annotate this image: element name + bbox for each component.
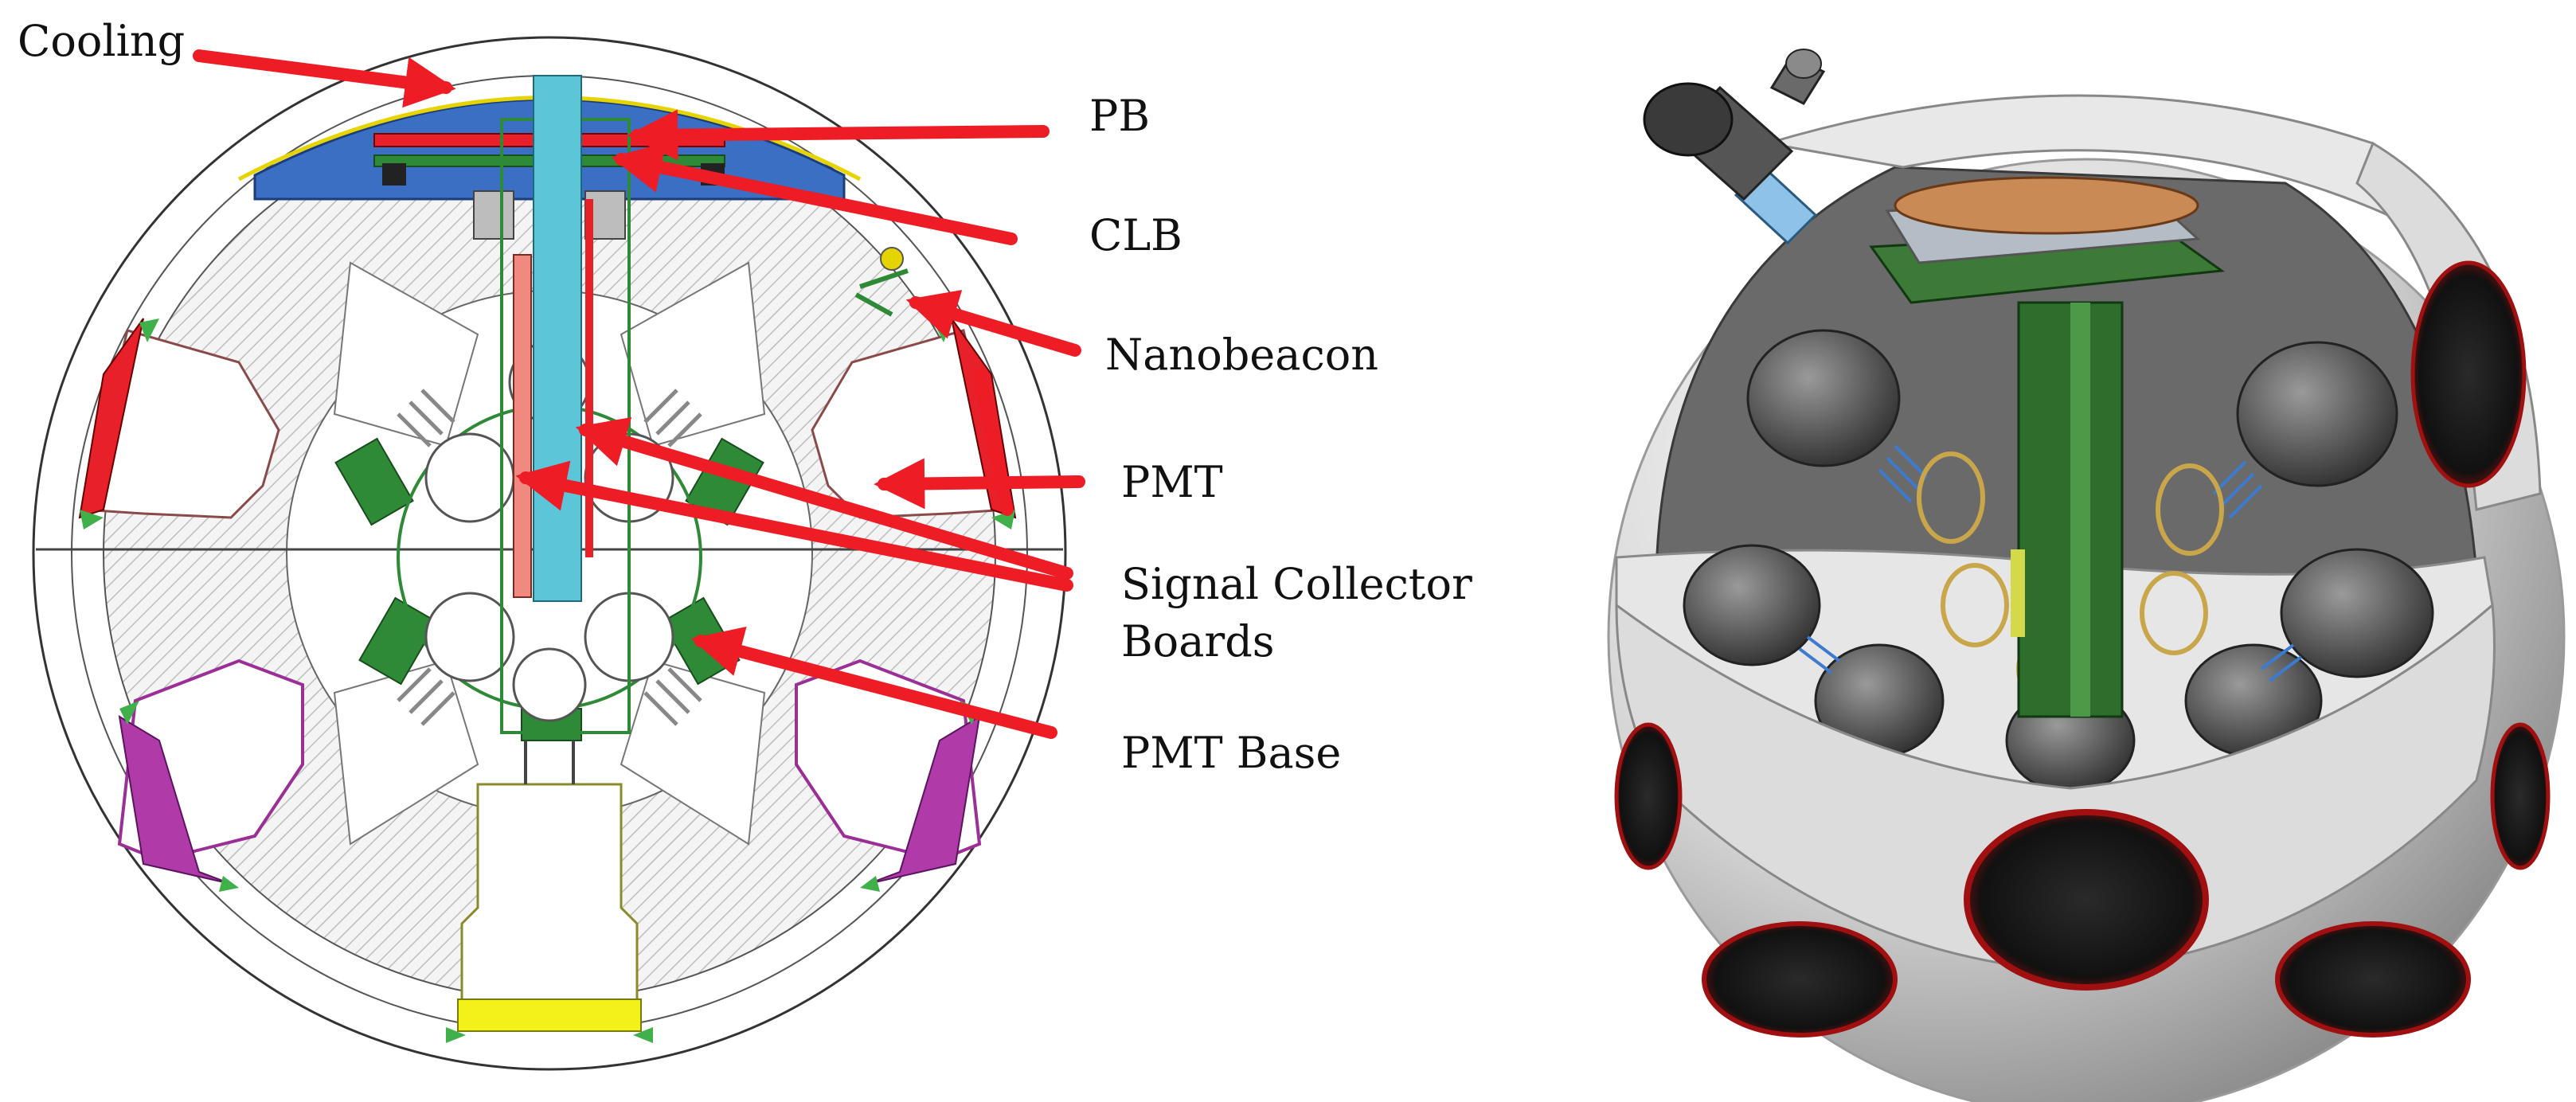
bottom-penetrator xyxy=(460,783,639,1005)
shell-pmt-window-front-left xyxy=(1702,921,1898,1038)
mount-triangles xyxy=(80,318,1015,1043)
pmt-window-left-upper xyxy=(78,318,144,519)
cap-foot-left xyxy=(382,163,406,186)
arrow-pmt xyxy=(874,458,1085,510)
label-signal-collector-line1: Signal Collector xyxy=(1121,559,1472,609)
label-pmt: PMT xyxy=(1121,457,1223,507)
shell-pmt-window-left xyxy=(1614,722,1683,870)
signal-collector-board-salmon xyxy=(513,254,532,598)
arrow-pmt-base xyxy=(690,626,1057,739)
arrow-signal-collector-1 xyxy=(575,416,1073,580)
lower-shell-band xyxy=(1615,602,2496,973)
pmt-window-right-lower xyxy=(867,715,981,885)
cross-section-drawing xyxy=(32,36,1067,1071)
signal-collector-board-cyan xyxy=(533,75,582,602)
pmt-fins xyxy=(397,389,702,726)
annotation-arrows xyxy=(193,49,1085,739)
nanobeacon-arm xyxy=(854,268,909,317)
label-signal-collector-line2: Boards xyxy=(1121,616,1275,666)
label-nanobeacon: Nanobeacon xyxy=(1105,330,1378,380)
arrow-signal-collector-2 xyxy=(515,460,1073,592)
arrow-nanobeacon xyxy=(905,290,1081,357)
shell-pmt-window-front-right xyxy=(2275,921,2471,1038)
signal-collector-board-red xyxy=(585,199,593,557)
central-board-side xyxy=(2070,303,2090,717)
interior-pmts xyxy=(1683,329,2434,794)
shell-pmt-window-front xyxy=(1964,809,2209,991)
board-connector xyxy=(2011,549,2025,637)
rendered-module xyxy=(1607,49,2566,1102)
arrow-pmt-red-housing xyxy=(973,368,1014,516)
label-clb: CLB xyxy=(1089,210,1182,260)
mount-block-left xyxy=(473,190,514,240)
shell-pmt-window-right xyxy=(2410,260,2527,488)
label-pmt-base: PMT Base xyxy=(1121,728,1342,778)
bottom-yellow-base xyxy=(457,998,642,1032)
arrow-pb xyxy=(627,109,1050,161)
nanobeacon-marker xyxy=(880,247,904,271)
top-disk-copper xyxy=(1894,176,2199,235)
label-cooling: Cooling xyxy=(18,16,186,66)
arrow-cooling xyxy=(193,49,456,108)
label-pb: PB xyxy=(1089,91,1151,141)
penetrator-connector xyxy=(1643,49,1826,245)
shell-pmt-window-far-right xyxy=(2490,722,2551,870)
arrow-clb xyxy=(611,142,1018,245)
pmt-window-left-lower xyxy=(118,715,232,885)
